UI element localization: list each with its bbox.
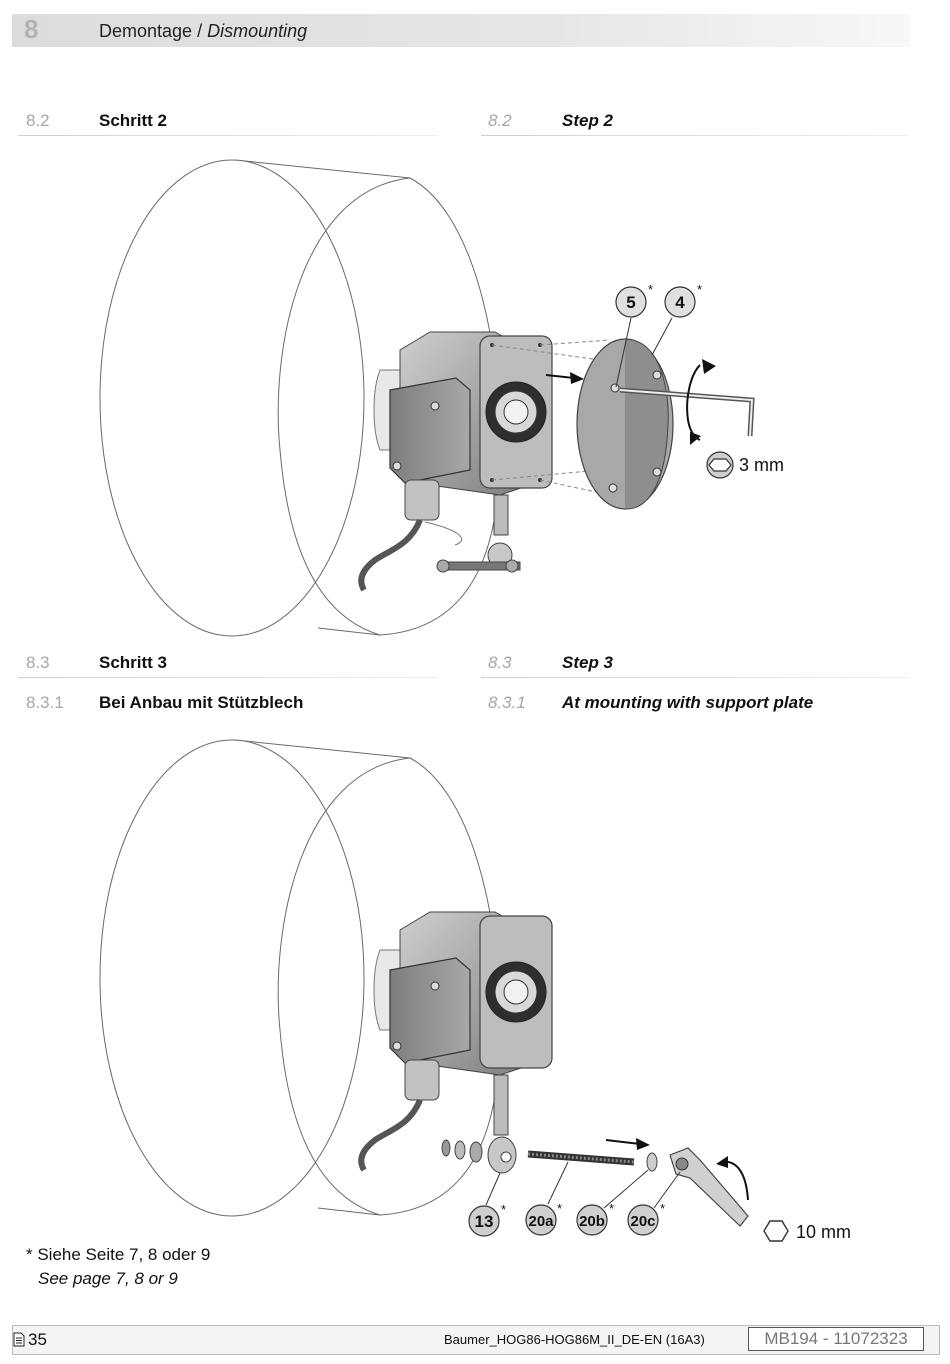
- tool-size-label: 10 mm: [796, 1222, 851, 1242]
- chapter-title-en: Dismounting: [207, 21, 308, 41]
- callout-20a-mark: *: [557, 1201, 562, 1216]
- callout-4: 4 *: [651, 282, 702, 356]
- section-title-de: Schritt 3: [99, 653, 168, 672]
- tool-size-3mm: 3 mm: [706, 451, 784, 479]
- tool-size-10mm: 10 mm: [763, 1220, 851, 1242]
- section-number-en: 8.2: [488, 111, 512, 130]
- motor-cylinder: [99, 159, 501, 637]
- callout-13-label: 13: [475, 1212, 494, 1231]
- callout-20b-label: 20b: [579, 1213, 605, 1230]
- exploded-parts: [441, 1139, 749, 1227]
- callout-20c-label: 20c: [630, 1213, 655, 1230]
- section-title-en: Step 2: [562, 111, 614, 130]
- callout-5-mark: *: [648, 282, 653, 297]
- section-title-en: Step 3: [562, 653, 614, 672]
- hex-socket-icon: [708, 458, 732, 472]
- section-rule-de: [18, 677, 438, 678]
- chapter-title: Demontage / Dismounting: [99, 21, 307, 42]
- encoder: [358, 911, 553, 1174]
- subsection-title-de: Bei Anbau mit Stützblech: [99, 693, 304, 712]
- chapter-title-separator: /: [192, 21, 208, 41]
- tool-size-label: 3 mm: [739, 455, 784, 475]
- section-number-en: 8.3: [488, 653, 512, 672]
- document-code: MB194 - 11072323: [748, 1327, 924, 1351]
- move-arrow: [605, 1138, 650, 1150]
- motor-cylinder: [99, 739, 501, 1217]
- section-rule-en: [481, 677, 909, 678]
- move-arrow: [545, 372, 584, 384]
- hex-nut-icon: [763, 1220, 789, 1242]
- callout-20a: 20a *: [525, 1161, 569, 1236]
- encoder: [358, 331, 553, 592]
- footnote-en: See page 7, 8 or 9: [38, 1269, 178, 1288]
- footnote-de: * Siehe Seite 7, 8 oder 9: [26, 1245, 211, 1264]
- cover-plate: [576, 338, 674, 510]
- callout-20b-mark: *: [609, 1201, 614, 1216]
- page-number: 35: [28, 1330, 47, 1349]
- figure-step-2: 5 * 4 * 3 mm: [99, 159, 784, 637]
- subsection-number-en: 8.3.1: [488, 693, 526, 712]
- section-rule-en: [481, 135, 909, 136]
- section-title-de: Schritt 2: [99, 111, 168, 130]
- callout-5-label: 5: [626, 293, 635, 312]
- section-number-de: 8.2: [26, 111, 50, 130]
- chapter-number: 8: [24, 14, 39, 44]
- subsection-title-en: At mounting with support plate: [562, 693, 814, 712]
- callout-20a-label: 20a: [528, 1213, 554, 1230]
- callout-4-label: 4: [675, 293, 685, 312]
- callout-4-mark: *: [697, 282, 702, 297]
- hex-key: [619, 387, 755, 437]
- chapter-header-band: [12, 14, 910, 47]
- page-icon: [13, 1332, 25, 1347]
- rotation-arrow: [686, 359, 716, 445]
- callout-20c-mark: *: [660, 1201, 665, 1216]
- callout-20b: 20b *: [576, 1169, 649, 1236]
- callout-20c: 20c *: [627, 1171, 681, 1236]
- callout-5: 5 *: [615, 282, 653, 388]
- subsection-number-de: 8.3.1: [26, 693, 64, 712]
- section-number-de: 8.3: [26, 653, 50, 672]
- section-rule-de: [18, 135, 438, 136]
- callout-13: 13 *: [468, 1172, 506, 1237]
- document-name: Baumer_HOG86-HOG86M_II_DE-EN (16A3): [444, 1332, 705, 1347]
- rotation-arrow: [716, 1156, 749, 1201]
- callout-13-mark: *: [501, 1202, 506, 1217]
- chapter-title-de: Demontage: [99, 21, 193, 41]
- figure-step-3: 13 * 20a * 20b * 20c * 10 mm: [99, 739, 851, 1242]
